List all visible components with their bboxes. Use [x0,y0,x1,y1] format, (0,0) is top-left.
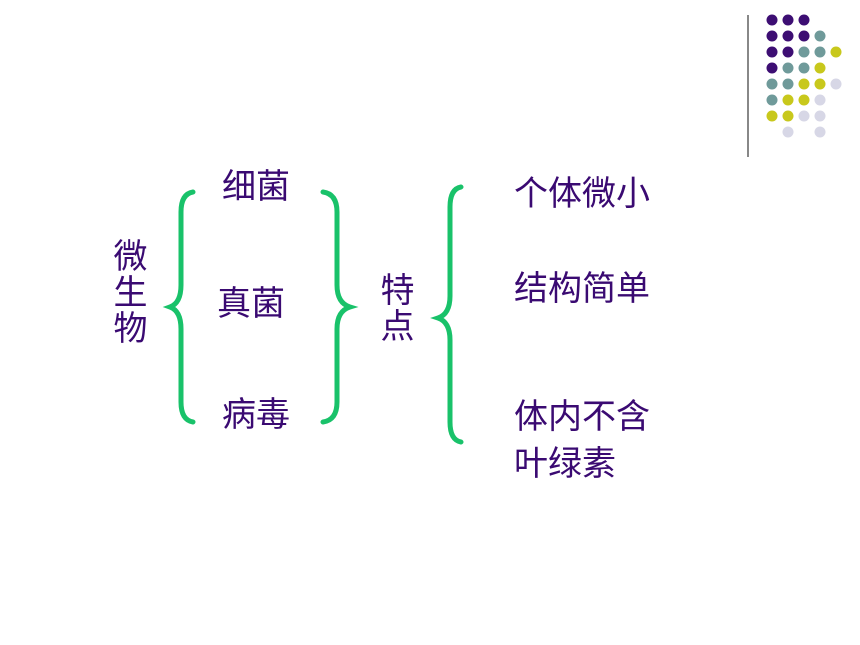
organism-virus: 病毒 [222,395,290,435]
decorative-dot [766,110,778,122]
decorative-dot [798,46,810,58]
feature-simple-structure: 结构简单 [514,269,650,309]
organism-bacteria: 细菌 [222,167,290,207]
decorative-dot [766,78,778,90]
decorative-dot [798,110,810,122]
decorative-dot [814,110,826,122]
decorative-dot [782,46,794,58]
decorative-dot [814,126,826,138]
decorative-dot [814,62,826,74]
decorative-dot [814,30,826,42]
feature-small-size: 个体微小 [514,174,650,214]
left-brace-features [430,184,464,445]
decorative-dot [798,78,810,90]
decorative-dot [830,46,842,58]
decorative-dot [766,94,778,106]
decorative-dot [782,14,794,26]
decorative-dot [766,46,778,58]
left-brace-organisms [162,189,196,425]
decorative-dot [782,126,794,138]
decorative-dot [782,110,794,122]
decorative-dot [814,46,826,58]
right-brace-organisms [320,189,359,425]
decorative-dot [766,30,778,42]
decorative-dot [814,78,826,90]
decorative-dot [766,62,778,74]
organism-fungi: 真菌 [217,284,285,324]
decorative-dot [798,14,810,26]
decorative-dot [798,62,810,74]
feature-label: 特点 [374,272,414,344]
feature-no-chlorophyll-line1: 体内不含 [514,397,650,437]
decorative-dot [798,94,810,106]
feature-no-chlorophyll-line2: 叶绿素 [514,444,616,484]
decorative-dot [830,78,842,90]
decorative-dot [782,30,794,42]
root-label-microorganism: 微生物 [107,238,147,346]
decorative-dot [766,14,778,26]
decorative-dot [782,78,794,90]
decorative-dot [782,94,794,106]
decorative-dot [782,62,794,74]
decorative-dot [798,30,810,42]
decorative-dot [814,94,826,106]
